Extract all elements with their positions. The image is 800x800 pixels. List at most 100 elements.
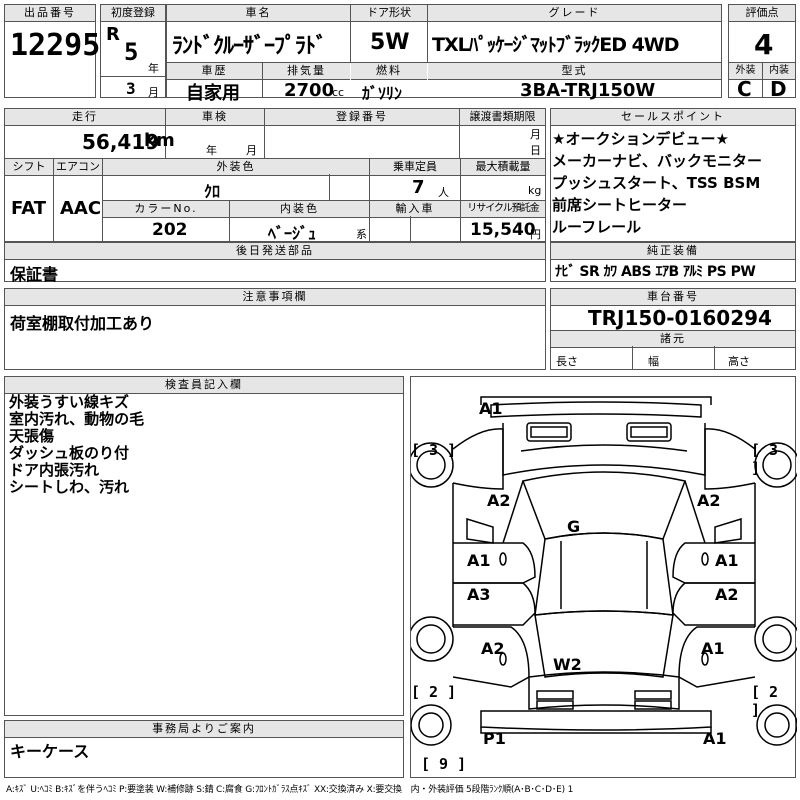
- chassis-number: TRJ150-0160294: [588, 306, 772, 330]
- equipment-box: [550, 242, 796, 282]
- mark-right-quarter: A1: [701, 639, 725, 658]
- mark-left-fender: A2: [487, 491, 511, 510]
- max-load-label: 最大積載量: [461, 159, 545, 176]
- car-name-label: 車名: [167, 5, 350, 22]
- recycle-unit: 円: [530, 228, 541, 241]
- inspection-month-unit: 月: [246, 144, 257, 157]
- sales-points-label: セールスポイント: [551, 109, 795, 126]
- sales-point: ルーフレール: [552, 218, 642, 236]
- mark-left-front-door: A1: [467, 551, 491, 570]
- model-label: 型式: [428, 63, 721, 80]
- tire-rear-right: [ 2 ]: [751, 683, 779, 719]
- office-note: キーケース: [10, 742, 90, 761]
- inspector-box: [4, 376, 404, 716]
- notes: 荷室棚取付加工あり: [10, 314, 155, 333]
- ext-grade-label: 外装: [729, 63, 762, 80]
- later-parts-label: 後日発送部品: [5, 243, 545, 260]
- notes-box: [4, 288, 546, 370]
- mark-right-fender: A2: [697, 491, 721, 510]
- import-label: 輸入車: [370, 201, 460, 218]
- ac: AAC: [60, 198, 102, 219]
- width-label: 幅: [648, 355, 659, 368]
- car-diagram-svg: [411, 396, 797, 746]
- month-value: 3: [126, 79, 136, 98]
- recycle-label: リサイクル預託金: [461, 201, 545, 218]
- specs-label: 諸元: [551, 331, 795, 348]
- model-code: 3BA-TRJ150W: [520, 80, 656, 101]
- fuel-label: 燃料: [351, 63, 427, 80]
- inspection-year-unit: 年: [206, 144, 217, 157]
- capacity-unit: 人: [438, 186, 449, 199]
- int-color: ﾍﾞｰｼﾞｭ: [268, 224, 317, 243]
- ext-color: ｸﾛ: [204, 182, 221, 201]
- shift-label: シフト: [5, 159, 53, 176]
- mileage: 56,419: [82, 130, 160, 154]
- score: 4: [754, 28, 774, 61]
- tire-front-left: [ 3 ]: [411, 441, 457, 459]
- sales-point: ★オークションデビュー★: [552, 130, 729, 148]
- door-label: ドア形状: [351, 5, 427, 22]
- door-type: 5W: [370, 30, 410, 55]
- mark-roof: G: [567, 517, 581, 536]
- recycle-fee: 15,540: [470, 220, 536, 240]
- mark-left-rear-door: A3: [467, 585, 491, 604]
- int-color-unit: 系: [356, 228, 367, 241]
- mileage-label: 走行: [5, 109, 165, 126]
- office-box: [4, 720, 404, 778]
- displacement-label: 排気量: [263, 63, 350, 80]
- inspector-note: ダッシュ板のり付: [9, 444, 130, 462]
- reg-no-label: 登録番号: [265, 109, 459, 126]
- score-label: 評価点: [729, 5, 795, 22]
- int-grade-label: 内装: [763, 63, 795, 80]
- tire-front-right: [ 3 ]: [751, 441, 779, 477]
- later-parts: 保証書: [10, 265, 59, 284]
- year-value: 5: [124, 38, 139, 66]
- sales-point: プッシュスタート、TSS BSM: [552, 174, 761, 192]
- equipment: ﾅﾋﾞ SR ｶﾜ ABS ｴｱB ｱﾙﾐ PS PW: [555, 264, 756, 280]
- sales-point: 前席シートヒーター: [552, 196, 688, 214]
- height-label: 高さ: [728, 355, 750, 368]
- grade-label: グレード: [428, 5, 721, 22]
- car-info-box: [166, 4, 722, 98]
- ac-label: エアコン: [54, 159, 102, 176]
- mark-right-front-door: A1: [715, 551, 739, 570]
- sales-point: メーカーナビ、バックモニター: [552, 152, 763, 170]
- sales-points-box: [550, 108, 796, 242]
- int-grade: D: [770, 77, 787, 101]
- inspector-note: シートしわ、汚れ: [9, 478, 130, 496]
- year-unit: 年: [148, 62, 159, 75]
- office-label: 事務局よりご案内: [5, 721, 403, 738]
- capacity: 7: [412, 177, 425, 198]
- legend: A:ｷｽﾞ U:ﾍｺﾐ B:ｷｽﾞを伴うﾍｺﾐ P:要塗装 W:補修跡 S:錆 …: [6, 785, 574, 795]
- mark-rear-glass: W2: [553, 655, 582, 674]
- ext-grade: C: [737, 77, 752, 101]
- inspector-note: ドア内張汚れ: [9, 461, 100, 479]
- mark-left-quarter: A2: [481, 639, 505, 658]
- notes-label: 注意事項欄: [5, 289, 545, 306]
- inspector-note: 室内汚れ、動物の毛: [9, 410, 145, 428]
- transfer-label: 譲渡書類期限: [460, 109, 545, 126]
- mark-rear-bumper-right: A1: [703, 729, 727, 748]
- inspector-note: 外装うすい線キズ: [9, 393, 130, 411]
- mark-right-rear-door: A2: [715, 585, 739, 604]
- month-unit: 月: [148, 86, 159, 99]
- later-parts-box: [4, 242, 546, 282]
- lot-number: 12295: [10, 28, 101, 63]
- grade: TXLﾊﾟｯｹｰｼﾞﾏｯﾄﾌﾞﾗｯｸED 4WD: [432, 34, 680, 56]
- sales-points-list: ★オークションデビュー★ メーカーナビ、バックモニター プッシュスタート、TSS…: [552, 128, 762, 238]
- inspector-label: 検査員記入欄: [5, 377, 403, 394]
- tire-spare: [ 9 ]: [421, 755, 467, 773]
- capacity-label: 乗車定員: [370, 159, 460, 176]
- inspection-label: 車検: [166, 109, 264, 126]
- first-reg-label: 初度登録: [101, 5, 165, 22]
- first-reg-box: [100, 4, 166, 98]
- equipment-label: 純正装備: [551, 243, 795, 260]
- fuel: ｶﾞｿﾘﾝ: [362, 84, 403, 103]
- lot-box: [4, 4, 96, 98]
- color-no: 202: [152, 220, 188, 240]
- mark-front-bumper: A1: [479, 399, 503, 418]
- inspector-note: 天張傷: [9, 427, 55, 445]
- ext-color-label: 外装色: [103, 159, 369, 176]
- shift: FAT: [11, 198, 47, 219]
- inspector-notes: 外装うすい線キズ 室内汚れ、動物の毛 天張傷 ダッシュ板のり付 ドア内張汚れ シ…: [9, 394, 144, 496]
